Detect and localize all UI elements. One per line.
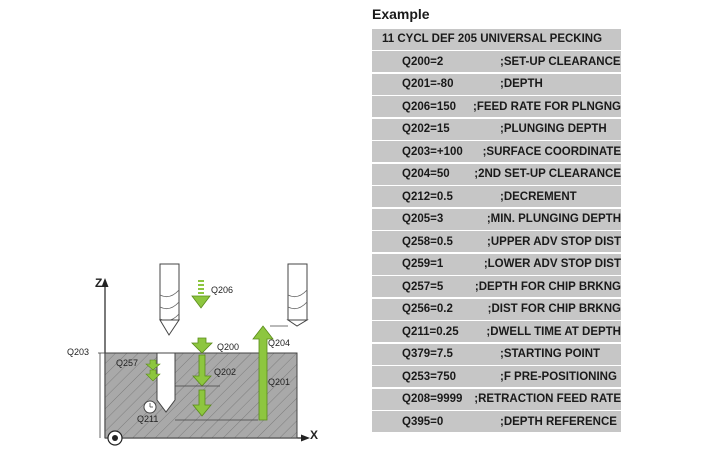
q200-label: Q200 <box>217 342 240 352</box>
code-row: Q212=0.5 ;DECREMENT <box>372 186 621 208</box>
z-axis-label: Z <box>95 276 103 290</box>
code-row: Q201=-80 ;DEPTH <box>372 73 621 95</box>
param-value: Q203=+100 <box>402 145 463 158</box>
param-comment: ;F PRE-POSITIONING <box>500 370 617 383</box>
param-comment: ;LOWER ADV STOP DIST <box>483 258 621 271</box>
q201-label: Q201 <box>268 377 291 387</box>
param-value: Q211=0.25 <box>402 325 459 338</box>
q204-arrow <box>252 325 274 421</box>
diagram-svg <box>98 263 310 446</box>
code-row: Q205=3 ;MIN. PLUNGING DEPTH <box>372 208 621 230</box>
tool-left <box>159 263 180 336</box>
param-value: Q395=0 <box>402 415 444 428</box>
param-comment: ;2ND SET-UP CLEARANCE <box>474 168 621 181</box>
code-row: Q256=0.2 ;DIST FOR CHIP BRKNG <box>372 298 621 320</box>
param-value: Q212=0.5 <box>402 190 453 203</box>
param-value: Q205=3 <box>402 213 444 226</box>
param-value: Q257=5 <box>402 280 444 293</box>
q211-label: Q211 <box>137 414 159 424</box>
z-axis-arrowhead <box>101 278 109 287</box>
param-comment: ;DECREMENT <box>500 190 577 203</box>
param-value: Q259=1 <box>402 258 444 271</box>
code-row: Q257=5 ;DEPTH FOR CHIP BRKNG <box>372 276 621 298</box>
param-value: Q379=7.5 <box>402 348 453 361</box>
param-comment: ;DEPTH <box>500 78 543 91</box>
code-row: Q379=7.5 ;STARTING POINT <box>372 343 621 365</box>
code-row: Q202=15 ;PLUNGING DEPTH <box>372 118 621 140</box>
param-value: Q253=750 <box>402 370 457 383</box>
x-axis-label: X <box>310 428 319 442</box>
q203-label: Q203 <box>67 347 90 357</box>
q202-label: Q202 <box>214 367 237 377</box>
param-comment: ;SURFACE COORDINATE <box>482 145 621 158</box>
code-row: Q204=50 ;2ND SET-UP CLEARANCE <box>372 163 621 185</box>
code-row: Q211=0.25 ;DWELL TIME AT DEPTH <box>372 321 621 343</box>
param-comment: ;DEPTH REFERENCE <box>500 415 617 428</box>
q204-label: Q204 <box>268 338 291 348</box>
q200-arrow <box>191 337 213 354</box>
param-comment: ;MIN. PLUNGING DEPTH <box>486 213 621 226</box>
code-row: Q206=150 ;FEED RATE FOR PLNGNG <box>372 96 621 118</box>
param-comment: ;SET-UP CLEARANCE <box>500 55 621 68</box>
q206-label: Q206 <box>211 285 234 295</box>
code-row: Q253=750 ;F PRE-POSITIONING <box>372 366 621 388</box>
x-axis-arrowhead <box>301 434 310 442</box>
param-value: Q208=9999 <box>402 393 463 406</box>
q206-arrow <box>191 280 211 309</box>
pecking-diagram: Z X Q206 Q204 Q200 Q203 Q257 Q202 Q201 Q… <box>60 250 360 460</box>
param-value: Q258=0.5 <box>402 235 453 248</box>
code-table: 11 CYCL DEF 205 UNIVERSAL PECKING Q200=2… <box>372 29 621 434</box>
code-row: Q200=2 ;SET-UP CLEARANCE <box>372 51 621 73</box>
param-value: Q201=-80 <box>402 78 454 91</box>
param-value: Q256=0.2 <box>402 303 453 316</box>
param-comment: ;DEPTH FOR CHIP BRKNG <box>474 280 621 293</box>
param-comment: ;UPPER ADV STOP DIST <box>487 235 621 248</box>
q201-arrow <box>192 389 212 417</box>
clock-icon <box>143 400 157 414</box>
tool-right <box>286 263 309 327</box>
param-comment: ;PLUNGING DEPTH <box>500 123 607 136</box>
q202-arrow <box>192 354 212 387</box>
code-row: Q203=+100 ;SURFACE COORDINATE <box>372 141 621 163</box>
param-comment: ;FEED RATE FOR PLNGNG <box>472 100 621 113</box>
code-row: Q208=9999 ;RETRACTION FEED RATE <box>372 388 621 410</box>
param-value: Q204=50 <box>402 168 450 181</box>
cycle-header-row: 11 CYCL DEF 205 UNIVERSAL PECKING <box>372 29 621 50</box>
param-comment: ;DIST FOR CHIP BRKNG <box>487 303 621 316</box>
example-title: Example <box>372 6 430 22</box>
drilled-hole <box>156 352 176 413</box>
param-comment: ;STARTING POINT <box>500 348 601 361</box>
param-value: Q202=15 <box>402 123 450 136</box>
param-value: Q200=2 <box>402 55 444 68</box>
code-row: Q258=0.5 ;UPPER ADV STOP DIST <box>372 231 621 253</box>
origin-icon <box>107 430 123 446</box>
code-row: Q259=1 ;LOWER ADV STOP DIST <box>372 253 621 275</box>
q257-arrows <box>145 359 161 382</box>
param-value: Q206=150 <box>402 100 457 113</box>
param-comment: ;RETRACTION FEED RATE <box>474 393 621 406</box>
q257-label: Q257 <box>116 358 139 368</box>
param-comment: ;DWELL TIME AT DEPTH <box>486 325 621 338</box>
code-row: Q395=0 ;DEPTH REFERENCE <box>372 411 621 433</box>
